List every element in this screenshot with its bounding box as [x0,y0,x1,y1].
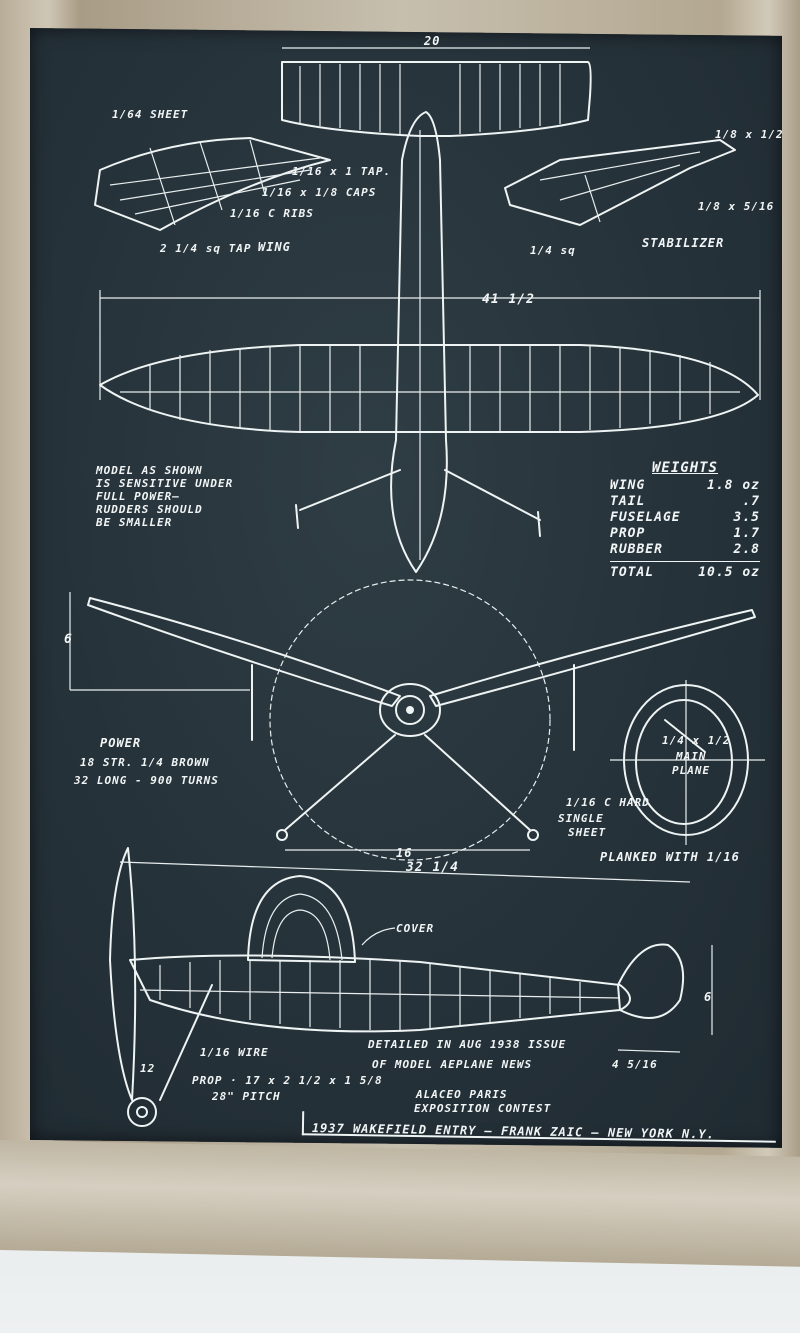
wing-caps-label: 1/16 x 1/8 CAPS [262,186,377,199]
wing-title: WING [258,240,291,254]
wing-span-label: 41 1/2 [482,292,535,307]
section-spar-label: 1/4 x 1/2 [662,734,731,747]
cover-label: COVER [396,922,435,935]
contest-label-1: ALACEO PARIS [416,1088,508,1101]
length-label: 32 1/4 [406,860,459,875]
section-single-label: SINGLE [558,812,604,825]
section-sheet-label: SHEET [568,826,607,839]
wing-ribs-label: 1/16 C RIBS [230,207,314,220]
front-view-drawing [69,579,756,861]
detailed-label-1: DETAILED IN AUG 1938 ISSUE [368,1038,567,1051]
wire-label: 1/16 WIRE [200,1046,269,1059]
model-note: MODEL AS SHOWN IS SENSITIVE UNDER FULL P… [96,464,234,529]
top-view-drawing [99,111,761,573]
wing-sq-label: 2 1/4 sq TAP [160,242,252,255]
nose-width-label: 4 5/16 [612,1058,658,1071]
prop-diameter-label: 16 [396,846,413,860]
side-view-drawing [109,847,713,1127]
wing-detail-sketch [94,137,331,231]
power-line1: 18 STR. 1/4 BROWN [80,756,210,769]
detailed-label-2: OF MODEL AEPLANE NEWS [372,1058,533,1071]
wing-tape-label: 1/16 x 1 TAP. [292,165,392,178]
top-dimension-label: 20 [424,34,441,48]
power-title: POWER [100,736,142,750]
power-line2: 32 LONG - 900 TURNS [74,774,219,787]
prop-spec-label: PROP · 17 x 2 1/2 x 1 5/8 [192,1074,383,1087]
stabilizer-detail-sketch [504,139,736,226]
weights-row: TAIL.7 [610,494,760,509]
fuselage-section-drawing [610,680,765,845]
planked-label: PLANKED WITH 1/16 [600,850,740,864]
stab-sq-label: 1/4 sq [530,244,576,257]
stab-top-label: 1/8 x 1/2 [715,128,784,141]
contest-label-2: EXPOSITION CONTEST [414,1102,552,1115]
section-plane-label: PLANE [672,764,711,777]
section-hard-label: 1/16 C HARD [566,796,650,809]
top-stabilizer-drawing [281,47,592,137]
stab-mid-label: 1/8 x 5/16 [698,200,775,213]
stabilizer-title: STABILIZER [642,236,725,250]
wing-sheet-label: 1/64 SHEET [112,108,189,121]
nose-height-label: 6 [704,990,713,1004]
section-main-label: MAIN [676,750,707,763]
height-label: 6 [64,632,73,647]
prop-number-label: 12 [140,1062,156,1075]
prop-pitch-label: 28" PITCH [212,1090,281,1103]
weights-title: WEIGHTS [651,460,718,476]
